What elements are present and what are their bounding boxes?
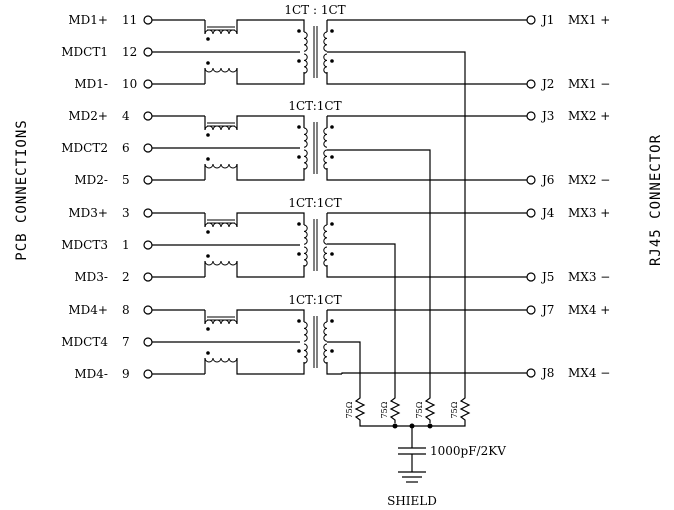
pin-name-md3+: MD3+	[68, 206, 108, 220]
pcb-pin-terminal	[143, 240, 153, 250]
pcb-pin-terminal	[143, 143, 153, 153]
rj45-connector-label: RJ45 CONNECTOR	[648, 134, 664, 266]
resistor	[424, 395, 436, 423]
rj45-pin-j2: J2	[540, 77, 554, 91]
rj45-pin-terminal	[526, 79, 536, 89]
pin-name-md2+: MD2+	[68, 109, 108, 123]
pin-number: 1	[122, 238, 130, 252]
pin-name-md3-: MD3-	[74, 270, 108, 284]
pin-number: 4	[122, 109, 130, 123]
pcb-pin-terminal	[143, 208, 153, 218]
rj45-pin-terminal	[526, 208, 536, 218]
rj45-pin-j8: J8	[540, 366, 554, 380]
turns-ratio-label: 1CT:1CT	[288, 293, 341, 307]
rj45-signal-label: MX3 −	[568, 270, 610, 284]
resistor-label: 75Ω	[380, 401, 389, 418]
rj45-pin-j1: J1	[540, 13, 554, 27]
turns-ratio-label: 1CT:1CT	[288, 196, 341, 210]
pin-number: 11	[122, 13, 137, 27]
pin-name-md4-: MD4-	[74, 367, 108, 381]
resistor-label: 75Ω	[450, 401, 459, 418]
rj45-pin-j7: J7	[540, 303, 554, 317]
rj45-signal-label: MX4 +	[568, 303, 610, 317]
shield-label: SHIELD	[387, 494, 437, 508]
resistor-label: 75Ω	[415, 401, 424, 418]
rj45-pin-terminal	[526, 368, 536, 378]
turns-ratio-label: 1CT:1CT	[288, 99, 341, 113]
pin-name-md1-: MD1-	[74, 77, 108, 91]
pcb-pin-terminal	[143, 337, 153, 347]
turns-ratio-label: 1CT : 1CT	[284, 3, 345, 17]
pcb-pin-terminal	[143, 111, 153, 121]
rj45-pin-j3: J3	[540, 109, 554, 123]
pcb-connections-label: PCB CONNECTIONS	[14, 119, 30, 260]
pin-number: 6	[122, 141, 130, 155]
resistor	[459, 395, 471, 423]
pin-number: 8	[122, 303, 130, 317]
pin-number: 5	[122, 173, 130, 187]
pin-name-md2-: MD2-	[74, 173, 108, 187]
rj45-pin-terminal	[526, 272, 536, 282]
resistor-label: 75Ω	[345, 401, 354, 418]
pin-name-mdct4: MDCT4	[61, 335, 108, 349]
pcb-pin-terminal	[143, 305, 153, 315]
rj45-signal-label: MX4 −	[568, 366, 610, 380]
rj45-pin-j4: J4	[540, 206, 555, 220]
pin-name-mdct3: MDCT3	[61, 238, 108, 252]
pin-number: 2	[122, 270, 130, 284]
rj45-signal-label: MX3 +	[568, 206, 610, 220]
rj45-pin-terminal	[526, 111, 536, 121]
rj45-signal-label: MX2 −	[568, 173, 610, 187]
pin-name-md4+: MD4+	[68, 303, 108, 317]
pin-name-md1+: MD1+	[68, 13, 108, 27]
pin-name-mdct1: MDCT1	[61, 45, 108, 59]
pin-number: 12	[122, 45, 137, 59]
pin-name-mdct2: MDCT2	[61, 141, 108, 155]
center-tap-buses	[327, 51, 466, 395]
pcb-pin-terminal	[143, 175, 153, 185]
pin-number: 9	[122, 367, 130, 381]
rj45-signal-label: MX2 +	[568, 109, 610, 123]
rj45-pin-terminal	[526, 175, 536, 185]
pin-number: 7	[122, 335, 130, 349]
pcb-pin-terminal	[143, 272, 153, 282]
resistor-network: 75Ω 75Ω 75Ω 75Ω	[345, 395, 471, 423]
pcb-pin-terminal	[143, 369, 153, 379]
pcb-pin-terminal	[143, 79, 153, 89]
rj45-signal-label: MX1 +	[568, 13, 610, 27]
pin-number: 3	[122, 206, 130, 220]
capacitor-label: 1000pF/2KV	[430, 444, 506, 458]
resistor	[389, 395, 401, 423]
rj45-signal-label: MX1 −	[568, 77, 610, 91]
cap-ground: 1000pF/2KV SHIELD	[359, 423, 506, 508]
rj45-pin-j6: J6	[540, 173, 554, 187]
rj45-pin-j5: J5	[540, 270, 554, 284]
rj45-pin-terminal	[526, 15, 536, 25]
pcb-pin-terminal	[143, 47, 153, 57]
rj45-pin-terminal	[526, 305, 536, 315]
pin-number: 10	[122, 77, 137, 91]
pcb-pin-terminal	[143, 15, 153, 25]
resistor	[354, 395, 366, 423]
